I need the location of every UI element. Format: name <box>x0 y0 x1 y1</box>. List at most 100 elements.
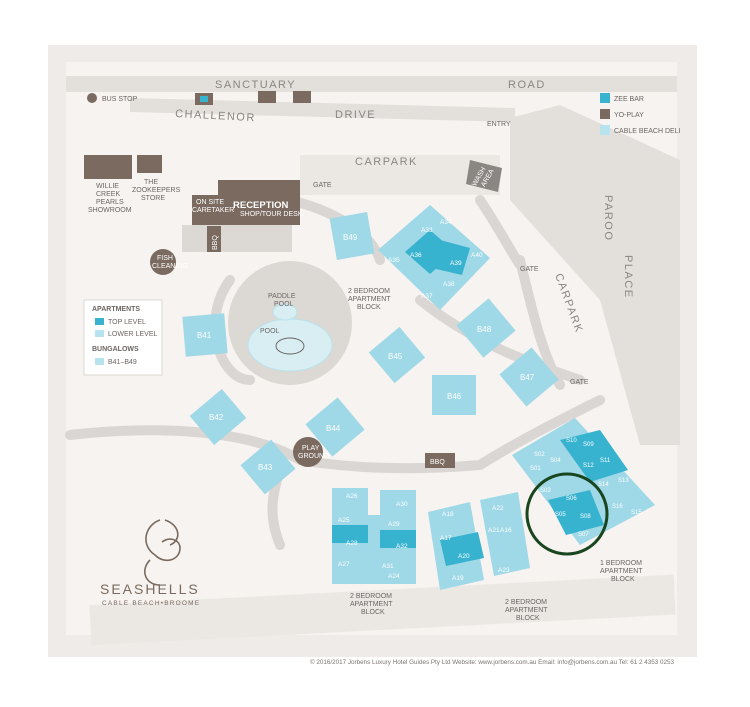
roads <box>66 76 680 445</box>
caretaker-area <box>182 225 292 252</box>
unit-s15: S15 <box>631 510 642 516</box>
unit-s08: S08 <box>580 514 591 520</box>
bungalow-b41[interactable] <box>182 313 228 357</box>
unit-a26: A26 <box>346 493 358 500</box>
reception-label: RECEPTION <box>233 200 289 211</box>
unit-a30: A30 <box>396 501 408 508</box>
unit-s03: S03 <box>540 488 551 494</box>
unit-s14: S14 <box>598 482 609 488</box>
south-mid-line3: BLOCK <box>516 615 540 622</box>
apartment-block-east <box>512 418 655 545</box>
reception-sub-label: SHOP/TOUR DESK <box>240 211 303 218</box>
unit-s05: S05 <box>555 512 566 518</box>
seashell-logo-icon <box>144 519 181 586</box>
unit-s04: S04 <box>550 458 561 464</box>
bungalows <box>182 212 559 495</box>
legend-bungalows-range: B41–B49 <box>108 359 137 366</box>
bungalow-b43[interactable] <box>240 439 296 495</box>
willie-creek-line1: WILLIE <box>96 183 119 190</box>
zookeepers-line3: STORE <box>141 195 165 202</box>
east-block-line2: APARTMENT <box>600 568 643 575</box>
unit-s01: S01 <box>530 466 541 472</box>
bungalow-swatch <box>95 358 104 365</box>
unit-a27: A27 <box>338 561 350 568</box>
unit-a38: A38 <box>443 281 455 288</box>
unit-a29: A29 <box>388 521 400 528</box>
entry-label: ENTRY <box>487 121 511 128</box>
highlight-ring <box>525 472 609 556</box>
bungalow-b42[interactable] <box>189 388 247 446</box>
zookeepers-building <box>137 155 162 173</box>
bus-stop-icon <box>87 93 97 103</box>
fish-line1: FISH <box>157 255 173 262</box>
south-mid-line1: 2 BEDROOM <box>505 599 547 606</box>
bungalow-label-b48: B48 <box>477 325 492 334</box>
gate-3: GATE <box>570 379 589 386</box>
unit-s11: S11 <box>600 458 611 464</box>
apartment-block-south-left <box>332 488 416 584</box>
unit-s13: S13 <box>618 478 629 484</box>
brand-tagline: CABLE BEACH•BROOME <box>102 600 200 607</box>
fish-cleaning-icon <box>150 249 176 275</box>
legend-yo-play: YO-PLAY <box>614 112 644 119</box>
unit-a22: A22 <box>492 505 504 512</box>
legend-bungalows-title: BUNGALOWS <box>92 346 139 353</box>
top-level-swatch <box>95 318 104 325</box>
zookeepers-line1: THE <box>144 179 158 186</box>
unit-s10: S10 <box>566 438 577 444</box>
bungalow-b47[interactable] <box>499 347 559 407</box>
legend-zee-bar: ZEE BAR <box>614 96 644 103</box>
bbq-left-label: BBQ <box>212 235 219 250</box>
bungalow-b48[interactable] <box>456 298 516 358</box>
legend-lower-level: LOWER LEVEL <box>108 331 158 338</box>
north-units: A33 A34 A35 A36 A37 A38 A39 A40 <box>388 219 483 300</box>
unit-a39: A39 <box>450 260 462 267</box>
bungalow-b49[interactable] <box>329 212 375 260</box>
road-sanctuary: SANCTUARY <box>215 79 296 91</box>
legend-top-level: TOP LEVEL <box>108 319 146 326</box>
unit-a20: A20 <box>458 553 470 560</box>
road-place: PLACE <box>622 255 634 299</box>
unit-s12: S12 <box>583 463 594 469</box>
legend-apartments-title: APARTMENTS <box>92 306 140 313</box>
unit-s16: S16 <box>612 504 623 510</box>
north-block-line2: APARTMENT <box>348 296 391 303</box>
bungalow-label-b44: B44 <box>326 424 341 433</box>
road-road: ROAD <box>508 79 546 91</box>
bus-stop-label: BUS STOP <box>102 96 138 103</box>
south-left-line1: 2 BEDROOM <box>350 593 392 600</box>
unit-a23: A23 <box>498 567 510 574</box>
paddle-line1: PADDLE <box>268 293 296 300</box>
brand-name: SEASHELLS <box>100 581 200 597</box>
east-block-line1: 1 BEDROOM <box>600 560 642 567</box>
zookeepers-line2: ZOOKEEPERS <box>132 187 181 194</box>
pool-island <box>275 337 305 355</box>
bbq-center-label: BBQ <box>430 459 445 466</box>
willie-creek-building <box>84 155 132 179</box>
copyright: © 2016/2017 Jorbens Luxury Hotel Guides … <box>310 658 674 666</box>
block-labels: 2 BEDROOM APARTMENT BLOCK 2 BEDROOM APAR… <box>348 288 643 622</box>
caretaker-line2: CARETAKER <box>192 207 234 214</box>
reception-building <box>192 180 300 225</box>
lower-level-swatch <box>95 330 104 337</box>
bungalow-b45[interactable] <box>368 326 426 384</box>
road-challenor: CHALLENOR <box>175 108 256 124</box>
unit-a16: A16 <box>500 527 512 534</box>
wash-area-building <box>466 160 502 192</box>
apartment-block-north <box>378 205 490 310</box>
deli-marker <box>293 91 311 103</box>
unit-s09: S09 <box>583 442 594 448</box>
bungalow-b46[interactable] <box>432 375 476 415</box>
unit-a32: A32 <box>396 543 408 550</box>
bungalow-b44[interactable] <box>305 397 365 457</box>
gate-2: GATE <box>520 266 539 273</box>
yo-play-marker <box>258 91 276 103</box>
south-walkway <box>89 574 676 646</box>
zee-bar-icon <box>200 96 208 102</box>
east-block-line3: BLOCK <box>611 576 635 583</box>
bungalow-label-b49: B49 <box>343 233 358 242</box>
unit-a34: A34 <box>440 219 452 226</box>
unit-a17: A17 <box>440 535 452 542</box>
carpark-top-label: CARPARK <box>355 156 418 168</box>
legend-deli: CABLE BEACH DELI <box>614 128 681 135</box>
